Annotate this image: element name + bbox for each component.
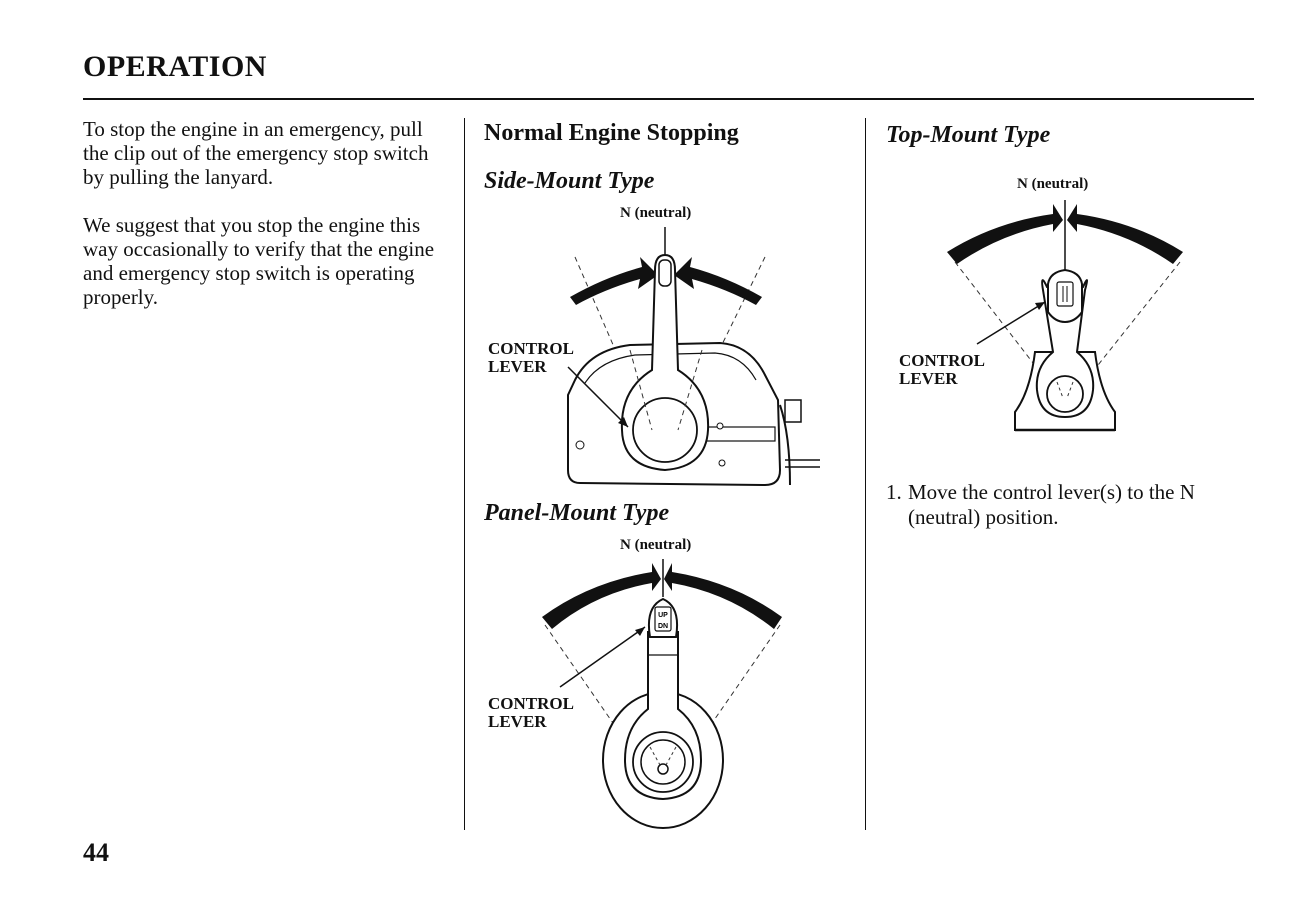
housing-screw — [718, 459, 726, 467]
top-mount-neutral-label: N (neutral) — [1017, 176, 1089, 192]
lever-grip — [658, 259, 672, 287]
leader-arrowhead-icon — [618, 417, 628, 427]
side-mount-diagram — [567, 227, 820, 487]
hub-screw — [657, 763, 669, 775]
lever-label-line1: CONTROL — [488, 339, 574, 358]
lever-leader-line — [976, 301, 1046, 345]
step-item: 1. Move the control lever(s) to the N (n… — [886, 480, 1246, 530]
range-line-right — [1074, 261, 1181, 395]
step-text: Move the control lever(s) to the N (neut… — [908, 480, 1195, 529]
lever-label-line1: CONTROL — [488, 694, 574, 713]
header-rule — [83, 98, 1254, 100]
lever-label-line1: CONTROL — [899, 351, 985, 370]
intro-paragraph-emergency: To stop the engine in an emergency, pull… — [83, 117, 429, 189]
section-title: OPERATION — [83, 50, 267, 83]
lever-hub-inner — [640, 739, 686, 785]
intro-paragraph-suggestion: We suggest that you stop the engine this… — [83, 213, 435, 309]
lever-label-line2: LEVER — [899, 369, 958, 388]
top-mount-title: Top-Mount Type — [886, 122, 1051, 148]
switch-block — [784, 399, 802, 423]
leader-arrowhead-icon — [1035, 302, 1045, 310]
arrow-right-icon — [664, 563, 782, 629]
lever-label-line2: LEVER — [488, 357, 547, 376]
range-line-left-over — [629, 349, 653, 431]
panel-mount-figure: UP DN N (neutral) CONTROL LEVER — [480, 537, 840, 830]
top-mount-lever-label: CONTROL LEVER — [899, 352, 985, 388]
side-mount-title: Side-Mount Type — [484, 168, 655, 194]
lever-leader-line — [567, 366, 629, 428]
intro-column: To stop the engine in an emergency, pull… — [83, 117, 453, 333]
normal-stopping-heading: Normal Engine Stopping — [484, 120, 739, 146]
column-divider-left — [464, 118, 465, 830]
leader-arrowhead-icon — [635, 627, 645, 636]
panel-mount-lever-label: CONTROL LEVER — [488, 695, 574, 731]
lever-label-line2: LEVER — [488, 712, 547, 731]
top-mount-diagram — [947, 200, 1183, 432]
trim-switch — [654, 606, 672, 632]
lever-hub — [1046, 375, 1084, 413]
top-mount-figure: N (neutral) CONTROL LEVER — [885, 172, 1225, 442]
arrow-right-icon — [1067, 204, 1183, 264]
cable-lines — [785, 459, 820, 468]
cable — [779, 404, 791, 486]
side-mount-figure: N (neutral) CONTROL LEVER — [480, 205, 840, 490]
housing-screw — [575, 440, 585, 450]
side-mount-lever-label: CONTROL LEVER — [488, 340, 574, 376]
column-divider-right — [865, 118, 866, 830]
lever-hub — [632, 397, 698, 463]
side-mount-neutral-label: N (neutral) — [620, 205, 692, 221]
arrow-left-icon — [542, 563, 661, 629]
panel-mount-neutral-label: N (neutral) — [620, 537, 692, 553]
panel-mount-diagram: UP DN — [542, 559, 782, 829]
step-number: 1. — [886, 480, 902, 504]
trim-up-label: UP — [658, 612, 668, 619]
panel-mount-title: Panel-Mount Type — [484, 500, 670, 526]
arrow-left-icon — [570, 257, 658, 305]
trim-dn-label: DN — [658, 623, 668, 630]
range-line-right-over — [677, 349, 703, 431]
arrow-right-icon — [674, 257, 762, 305]
page-number: 44 — [83, 838, 109, 867]
hub-dash-right — [1066, 381, 1074, 399]
trim-switch — [1056, 281, 1074, 307]
housing-screw — [716, 422, 724, 430]
housing-slot — [704, 426, 776, 442]
arrow-left-icon — [947, 204, 1063, 264]
lever-leader-line — [559, 626, 646, 688]
hub-dash-left — [1056, 381, 1064, 399]
